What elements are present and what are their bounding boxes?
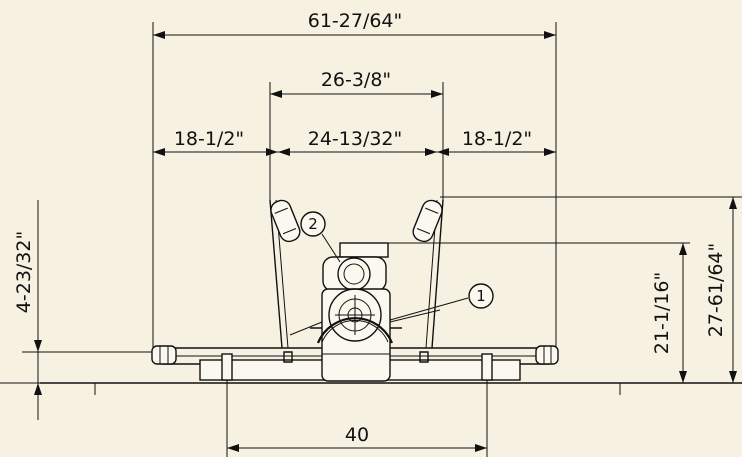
dim-left-offset-label: 18-1/2"	[174, 128, 244, 150]
motor-housing	[322, 242, 389, 292]
right-handle	[412, 199, 443, 243]
scale-arc	[316, 317, 394, 344]
dim-center-span-label: 24-13/32"	[308, 128, 403, 150]
callout-2: 2	[300, 211, 341, 263]
callout-1: 1	[389, 283, 494, 321]
dim-left-vertical-label: 4-23/32"	[13, 231, 35, 313]
side-brackets	[283, 327, 429, 363]
dimension-left-vertical: 4-23/32"	[0, 200, 160, 420]
dimension-overall-width: 61-27/64"	[152, 10, 557, 352]
dim-inner-span-label: 26-3/8"	[321, 69, 391, 91]
dim-right-inner-height-label: 21-1/16"	[651, 272, 673, 354]
callout-1-label: 1	[476, 287, 486, 305]
dimension-offsets-row: 18-1/2" 24-13/32" 18-1/2"	[153, 128, 556, 156]
left-arm-end	[151, 345, 177, 365]
dimension-inner-span: 26-3/8"	[269, 69, 444, 200]
center-leaders	[289, 309, 441, 336]
dim-overall-width-label: 61-27/64"	[308, 10, 403, 32]
dim-right-overall-height-label: 27-61/64"	[705, 243, 727, 338]
left-handle	[270, 199, 301, 243]
dim-base-width-label: 40	[345, 424, 369, 446]
dimension-base-width: 40	[226, 383, 488, 457]
dim-right-offset-label: 18-1/2"	[462, 128, 532, 150]
floor-line	[40, 382, 742, 395]
right-arm-end	[535, 345, 559, 365]
callout-2-label: 2	[308, 215, 318, 233]
main-body	[321, 288, 391, 382]
